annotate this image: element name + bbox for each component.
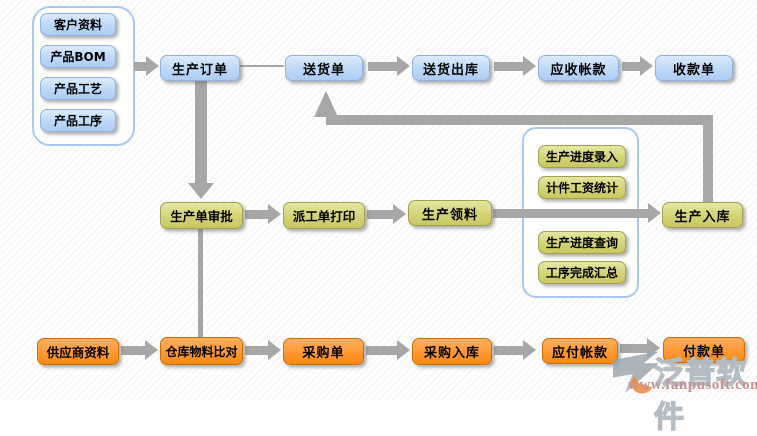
- arrow-purchin-to-payable: [494, 346, 523, 355]
- arrow-receivable-to-receipt: [622, 62, 640, 71]
- arrow-po-to-purchin: [366, 346, 397, 355]
- feedback-line-horizontal: [326, 115, 713, 125]
- arrow-masterdata-to-order: [134, 62, 146, 71]
- node-yszk: 应收帐款: [538, 55, 619, 81]
- arrow-material-to-inbound-head: [648, 203, 661, 223]
- node-jjgz: 计件工资统计: [538, 176, 626, 199]
- node-scrk: 生产入库: [662, 202, 743, 228]
- arrow-compare-to-po: [245, 346, 268, 355]
- node-shck: 送货出库: [412, 55, 490, 81]
- arrow-dispatch-to-material: [367, 210, 393, 219]
- node-yfzk: 应付帐款: [542, 338, 618, 364]
- node-shd: 送货单: [285, 55, 363, 81]
- arrow-delivery-to-outbound: [368, 62, 397, 71]
- node-jdlr: 生产进度录入: [538, 145, 626, 168]
- arrow-supplier-to-compare-head: [145, 340, 158, 360]
- arrow-payable-to-payment-head: [647, 338, 660, 358]
- node-jdcx: 生产进度查询: [538, 231, 626, 254]
- node-gys: 供应商资料: [37, 338, 119, 365]
- node-gongxu: 产品工序: [40, 109, 116, 132]
- arrow-order-to-approval-head: [188, 183, 214, 199]
- arrow-compare-to-po-head: [268, 340, 281, 360]
- arrow-outbound-to-receivable: [494, 62, 523, 71]
- node-cgrk: 采购入库: [412, 338, 492, 365]
- feedback-arrowhead-up: [314, 91, 338, 117]
- arrow-payable-to-payment: [620, 344, 647, 353]
- node-kehu: 客户资料: [40, 13, 116, 36]
- node-scdsp: 生产单审批: [160, 202, 243, 229]
- node-gxwc: 工序完成汇总: [538, 261, 626, 284]
- node-gongyi: 产品工艺: [40, 77, 116, 100]
- arrow-receivable-to-receipt-head: [640, 56, 653, 76]
- node-pgddy: 派工单打印: [283, 202, 365, 229]
- node-ckwl: 仓库物料比对: [160, 337, 243, 365]
- arrow-purchin-to-payable-head: [523, 340, 536, 360]
- node-cgd: 采购单: [283, 338, 364, 365]
- arrow-delivery-to-outbound-head: [397, 56, 410, 76]
- arrow-masterdata-to-order-head: [146, 56, 159, 76]
- node-scdd: 生产订单: [160, 55, 240, 81]
- feedback-line-vertical: [703, 115, 713, 202]
- line-approval-to-compare: [198, 227, 203, 337]
- arrow-approval-to-dispatch-head: [268, 204, 281, 224]
- arrow-outbound-to-receivable-head: [523, 56, 536, 76]
- arrow-supplier-to-compare: [121, 346, 145, 355]
- arrow-dispatch-to-material-head: [393, 204, 406, 224]
- node-skd: 收款单: [655, 55, 733, 81]
- node-scll: 生产领料: [408, 200, 492, 226]
- line-order-to-delivery: [239, 65, 284, 67]
- arrow-approval-to-dispatch: [245, 210, 268, 219]
- node-fkd: 付款单: [663, 337, 745, 363]
- watermark-url-text: www.fanpusoft.com: [628, 377, 757, 393]
- node-bom: 产品BOM: [40, 45, 116, 68]
- arrow-po-to-purchin-head: [397, 340, 410, 360]
- arrow-order-to-approval: [195, 79, 207, 183]
- arrow-material-to-inbound: [493, 209, 648, 218]
